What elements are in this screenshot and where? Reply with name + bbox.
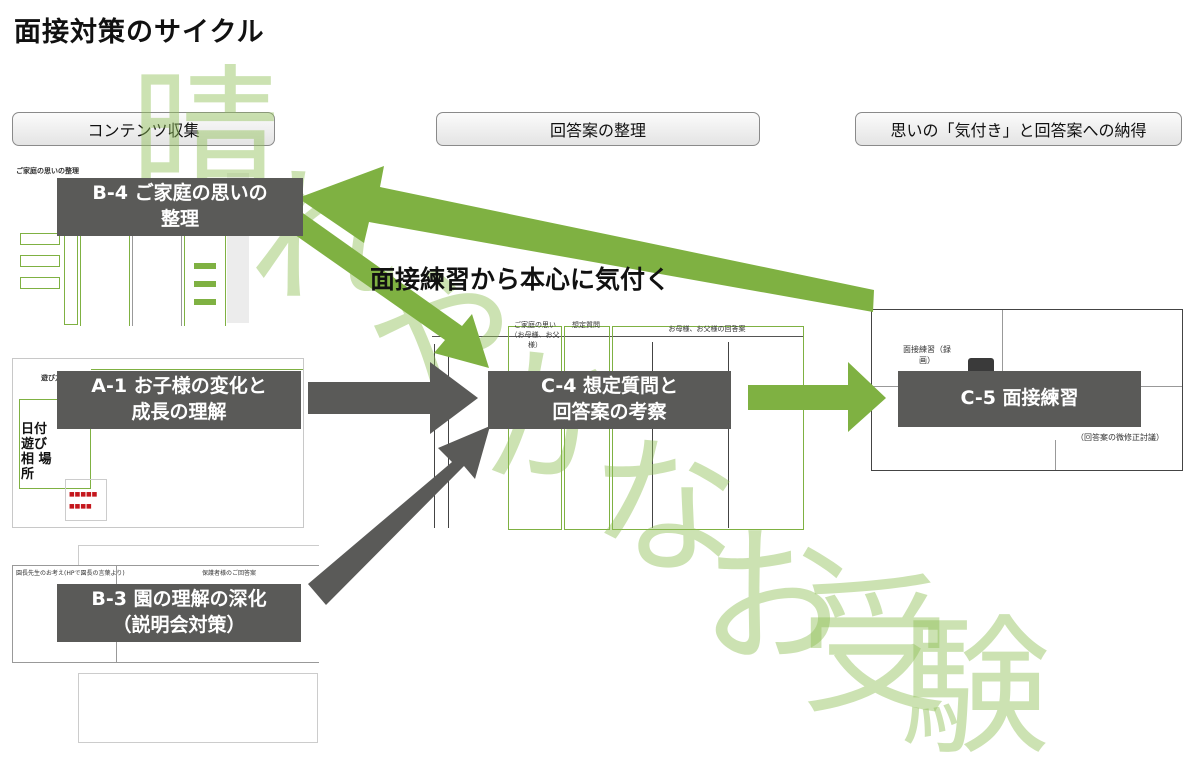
b3-thumb-top xyxy=(78,545,319,566)
step-c4-line1: C-4 想定質問と xyxy=(540,375,679,398)
category-content-collection: コンテンツ収集 xyxy=(12,112,275,146)
step-c5-label: C-5 面接練習 xyxy=(898,371,1141,427)
green-arrow-to-c4 xyxy=(258,194,489,368)
a1-thumb-red: ■■■■■ xyxy=(69,491,98,498)
watermark-text: 晴れやかなお受験 xyxy=(130,52,1050,757)
b3-thumb-table xyxy=(12,565,319,663)
b4-thumb-bar xyxy=(194,281,216,287)
b4-thumb-box xyxy=(20,233,60,245)
c4-thumb-line xyxy=(652,342,653,528)
step-b3-line2: （説明会対策） xyxy=(112,614,246,636)
step-a1-line1: A-1 お子様の変化と xyxy=(91,375,267,398)
c4-thumb-rule xyxy=(432,336,804,337)
b4-thumb-box xyxy=(20,255,60,267)
step-a1-line2: 成長の理解 xyxy=(131,401,227,423)
category-answer-organization: 回答案の整理 xyxy=(436,112,760,146)
a1-thumb-header xyxy=(91,359,303,370)
step-c4-line2: 回答案の考察 xyxy=(552,401,667,423)
green-arrow-to-b4 xyxy=(298,166,874,312)
gray-arrow-from-a1 xyxy=(308,362,478,434)
watermark-char: お xyxy=(700,512,850,686)
c4-thumb-line xyxy=(448,344,449,528)
step-b4-line2: 整理 xyxy=(160,208,199,230)
b4-thumb-box xyxy=(20,277,60,289)
c4-thumbnail-col3: お母様、お父様の回答案 xyxy=(668,325,746,333)
watermark-char: 験 xyxy=(900,602,1050,757)
c4-thumbnail-col1: ご家庭の思い（お母様、お父様） xyxy=(510,321,560,349)
c5-thumbnail-recording: 面接練習（録画） xyxy=(903,345,951,365)
c5-thumbnail-feedback: （回答案の微修正討議） xyxy=(1076,433,1164,442)
a1-thumbnail-side-label: 日付 遊び相 場所 xyxy=(21,422,52,482)
step-c5-line1: C-5 面接練習 xyxy=(960,387,1079,410)
watermark-char: 受 xyxy=(800,562,950,736)
page-title: 面接対策のサイクル xyxy=(14,17,265,48)
c5-thumb-rule xyxy=(1055,440,1056,470)
step-a1-label: A-1 お子様の変化と 成長の理解 xyxy=(57,371,301,429)
b3-thumbnail-left-header: 園長先生のお考え(HPで園長の言葉より) xyxy=(16,570,125,577)
a1-thumb-red: ■■■■ xyxy=(69,503,92,510)
c4-thumb-line xyxy=(728,342,729,528)
green-arrow-to-c5 xyxy=(748,362,886,432)
a1-thumb-note xyxy=(65,479,107,521)
step-c4-label: C-4 想定質問と 回答案の考察 xyxy=(488,371,731,429)
b4-thumbnail-title: ご家庭の思いの整理 xyxy=(16,167,79,175)
gray-arrow-from-b3 xyxy=(308,426,490,605)
step-b4-label: B-4 ご家庭の思いの 整理 xyxy=(57,178,303,236)
b3-document-thumbnail: 園長先生のお考え(HPで園長の言葉より) 保護者様のご回答案 xyxy=(12,545,319,745)
a1-thumbnail-title: 遊び方 xyxy=(41,374,62,382)
step-b3-line1: B-3 園の理解の深化 xyxy=(91,588,267,611)
step-b3-label: B-3 園の理解の深化 （説明会対策） xyxy=(57,584,301,642)
a1-thumb-table xyxy=(19,399,91,489)
category-realization: 思いの「気付き」と回答案への納得 xyxy=(855,112,1182,146)
center-caption: 面接練習から本心に気付く xyxy=(370,265,671,294)
c4-thumbnail-col2: 想定質問 xyxy=(572,321,600,329)
c4-thumb-line xyxy=(434,344,435,528)
b3-thumb-bottom xyxy=(78,673,318,743)
b4-thumb-bar xyxy=(194,299,216,305)
b4-thumb-bar xyxy=(194,263,216,269)
step-b4-line1: B-4 ご家庭の思いの xyxy=(92,182,268,205)
watermark-char: な xyxy=(590,422,740,596)
b3-thumbnail-right-header: 保護者様のご回答案 xyxy=(202,570,257,577)
